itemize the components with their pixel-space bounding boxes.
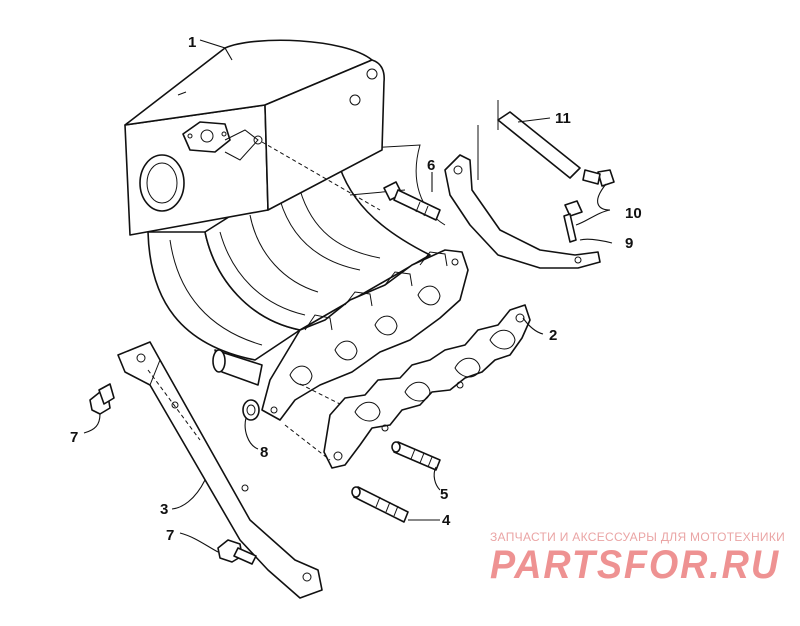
- callout-7-upper: 7: [70, 429, 78, 446]
- part-5-stud: [391, 441, 441, 471]
- part-3-bracket: [117, 341, 323, 599]
- part-11-strap: [477, 100, 581, 180]
- watermark-logo: PARTSFOR.RU: [490, 543, 780, 587]
- callout-1: 1: [188, 34, 196, 51]
- intake-manifold: [212, 249, 469, 421]
- assembly-lines: [147, 141, 381, 461]
- part-2-gasket: [323, 304, 531, 469]
- callout-7-lower: 7: [166, 527, 174, 544]
- callout-2: 2: [549, 327, 557, 344]
- part-7-bolt-upper: [89, 383, 115, 415]
- part-9-bracket: [444, 154, 601, 269]
- watermark: ЗАПЧАСТИ И АКСЕССУАРЫ ДЛЯ МОТОТЕХНИКИ PA…: [490, 530, 785, 587]
- watermark-tagline: ЗАПЧАСТИ И АКСЕССУАРЫ ДЛЯ МОТОТЕХНИКИ: [490, 530, 785, 544]
- part-10-bolt-a: [582, 169, 615, 187]
- part-1-plenum: [124, 39, 446, 361]
- callout-11: 11: [555, 110, 571, 127]
- leader-lines: [83, 39, 613, 553]
- part-7-bolt-lower: [217, 539, 257, 565]
- callout-5: 5: [440, 486, 448, 503]
- part-4-stud: [351, 486, 409, 523]
- part-10-bolt-b: [563, 200, 583, 243]
- callouts: 1 2 3 4 5 6 7 7 8 9 10 11: [70, 34, 642, 544]
- part-6-bolt: [383, 181, 441, 221]
- callout-8: 8: [260, 444, 268, 461]
- callout-3: 3: [160, 501, 168, 518]
- callout-4: 4: [442, 512, 451, 529]
- callout-9: 9: [625, 235, 633, 252]
- callout-6: 6: [427, 157, 435, 174]
- callout-10: 10: [625, 205, 642, 222]
